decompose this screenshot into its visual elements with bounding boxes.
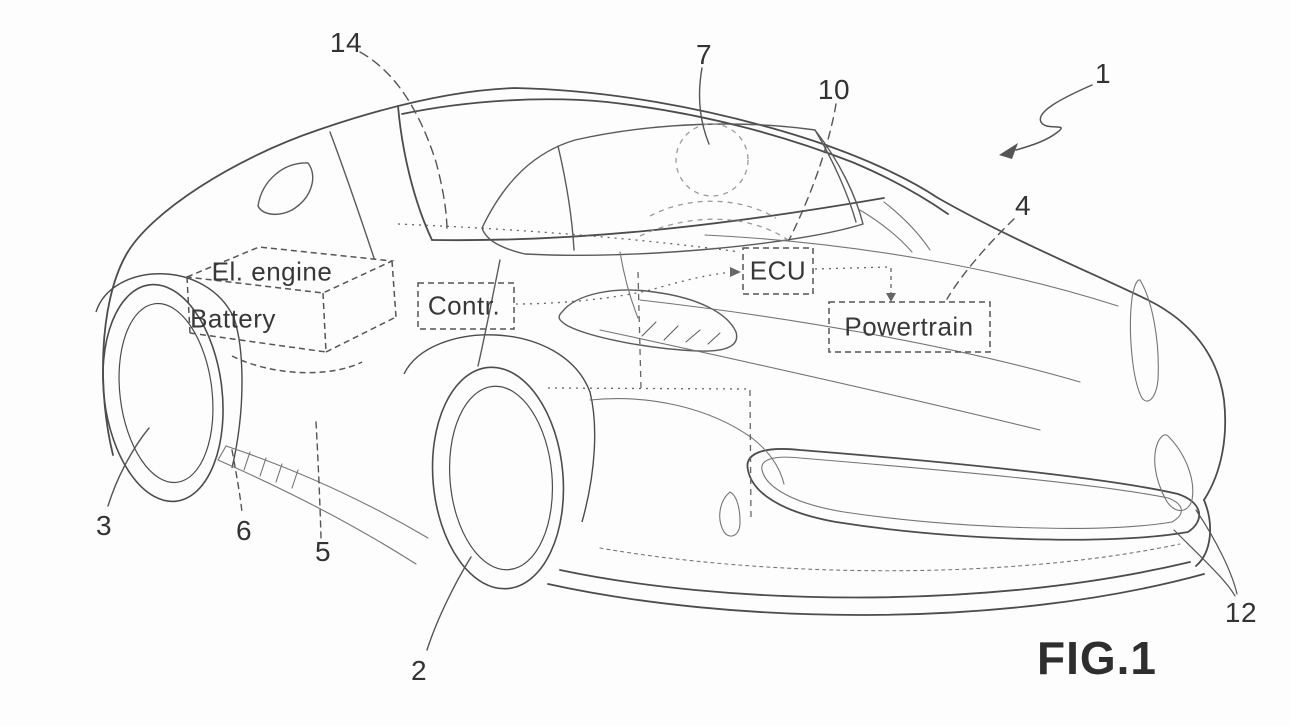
- car-detail-lines: [217, 201, 1194, 572]
- label-battery: Battery: [190, 303, 276, 334]
- ref-numeral-14: 14: [329, 27, 363, 58]
- leader-1-arrowhead: [999, 143, 1018, 159]
- ref-numeral-3: 3: [95, 510, 113, 541]
- ref-numeral-10: 10: [817, 74, 851, 105]
- figure-caption: FIG.1: [1036, 632, 1158, 684]
- leader-10: [788, 103, 837, 241]
- leader-4: [946, 218, 1015, 300]
- leader-7: [698, 67, 710, 145]
- ref-numeral-2: 2: [410, 655, 428, 686]
- car-body-outline: [102, 87, 1227, 616]
- ref-numeral-5: 5: [314, 536, 332, 567]
- ref-numeral-1: 1: [1094, 58, 1112, 89]
- label-powertrain: Powertrain: [844, 311, 974, 342]
- leader-6: [231, 449, 243, 513]
- signal-connectors: [397, 223, 896, 520]
- leader-1-squiggle: [1015, 84, 1093, 151]
- leader-12a: [1195, 509, 1238, 595]
- leader-12b: [1173, 529, 1236, 597]
- label-contr: Contr.: [427, 290, 501, 321]
- ref-numeral-4: 4: [1014, 190, 1032, 221]
- leader-3: [107, 427, 150, 507]
- car-wheels: [95, 273, 596, 590]
- component-boxes: [184, 246, 991, 374]
- ref-numeral-12: 12: [1224, 597, 1258, 628]
- label-ecu: ECU: [749, 255, 807, 286]
- car-glass-and-mirror: [257, 123, 864, 367]
- powertrain-box: [828, 301, 991, 353]
- leader-14: [359, 51, 448, 233]
- contr-box: [417, 282, 515, 330]
- ref-numeral-7: 7: [695, 39, 713, 70]
- driver-silhouette: [639, 123, 789, 241]
- leader-lines: [107, 51, 1238, 651]
- ref-numeral-6: 6: [235, 515, 253, 546]
- battery-motor-prism: [184, 246, 397, 374]
- ecu-box: [742, 247, 814, 295]
- label-el-engine: El. engine: [211, 256, 333, 287]
- leader-2: [426, 556, 472, 651]
- leader-5: [315, 421, 322, 539]
